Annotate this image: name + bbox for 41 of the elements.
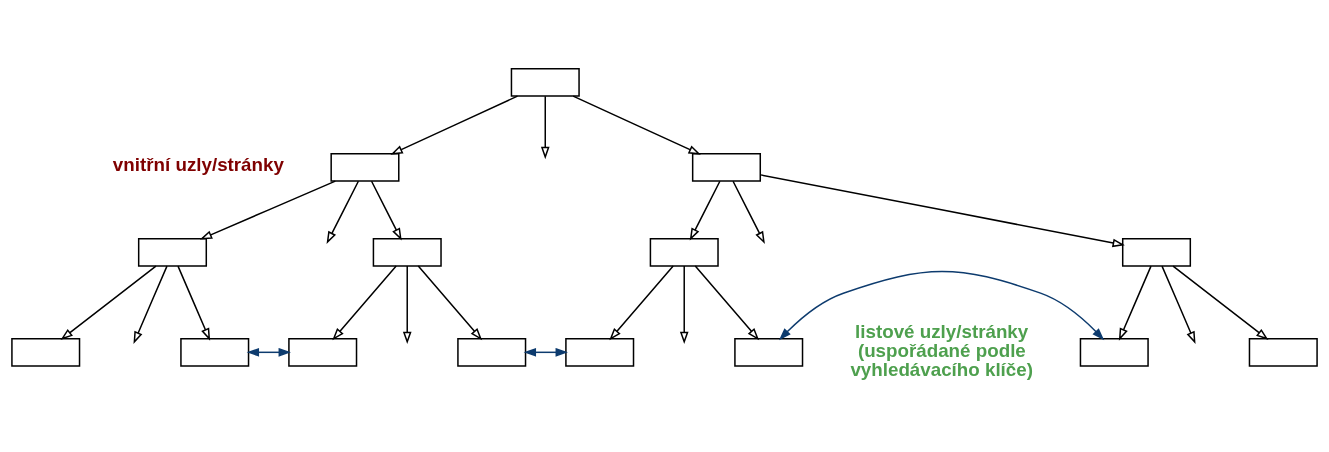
arrow bbox=[1161, 264, 1196, 344]
node-box bbox=[649, 237, 719, 267]
label: vnitřní uzly/stránky bbox=[112, 153, 284, 175]
node-box bbox=[137, 237, 208, 267]
arrow bbox=[417, 264, 483, 340]
arrow bbox=[694, 264, 760, 340]
arrow bbox=[759, 173, 1125, 247]
node-box bbox=[180, 337, 250, 367]
arrow bbox=[1118, 264, 1152, 341]
node-box bbox=[11, 337, 81, 367]
arrow bbox=[679, 264, 689, 344]
arrow bbox=[1172, 264, 1269, 340]
node-box bbox=[288, 337, 358, 367]
node-box bbox=[1248, 337, 1318, 367]
node-box bbox=[372, 237, 442, 267]
arrow bbox=[689, 180, 721, 240]
node-box bbox=[565, 337, 635, 367]
node-box bbox=[457, 337, 527, 367]
arrow bbox=[390, 94, 519, 155]
arrow bbox=[402, 264, 412, 344]
arrow bbox=[523, 347, 568, 357]
node-box bbox=[1079, 337, 1149, 367]
arrow bbox=[540, 95, 550, 159]
arrow bbox=[732, 180, 765, 244]
arrow bbox=[370, 180, 402, 240]
arrow bbox=[572, 94, 701, 155]
arrow bbox=[326, 180, 360, 244]
arrow bbox=[177, 264, 211, 341]
node-box bbox=[734, 337, 804, 367]
node-box bbox=[330, 152, 400, 182]
arrow bbox=[778, 270, 1105, 340]
arrow bbox=[133, 264, 168, 344]
node-box bbox=[691, 152, 761, 182]
arrow bbox=[332, 264, 397, 340]
arrow bbox=[60, 264, 157, 340]
arrow bbox=[609, 264, 674, 340]
arrow bbox=[199, 179, 337, 240]
node-box bbox=[510, 67, 580, 97]
label: listové uzly/stránky (uspořádané podle vyhledávacího klíče) bbox=[850, 320, 1033, 380]
arrow bbox=[246, 347, 291, 357]
node-box bbox=[1121, 237, 1192, 267]
